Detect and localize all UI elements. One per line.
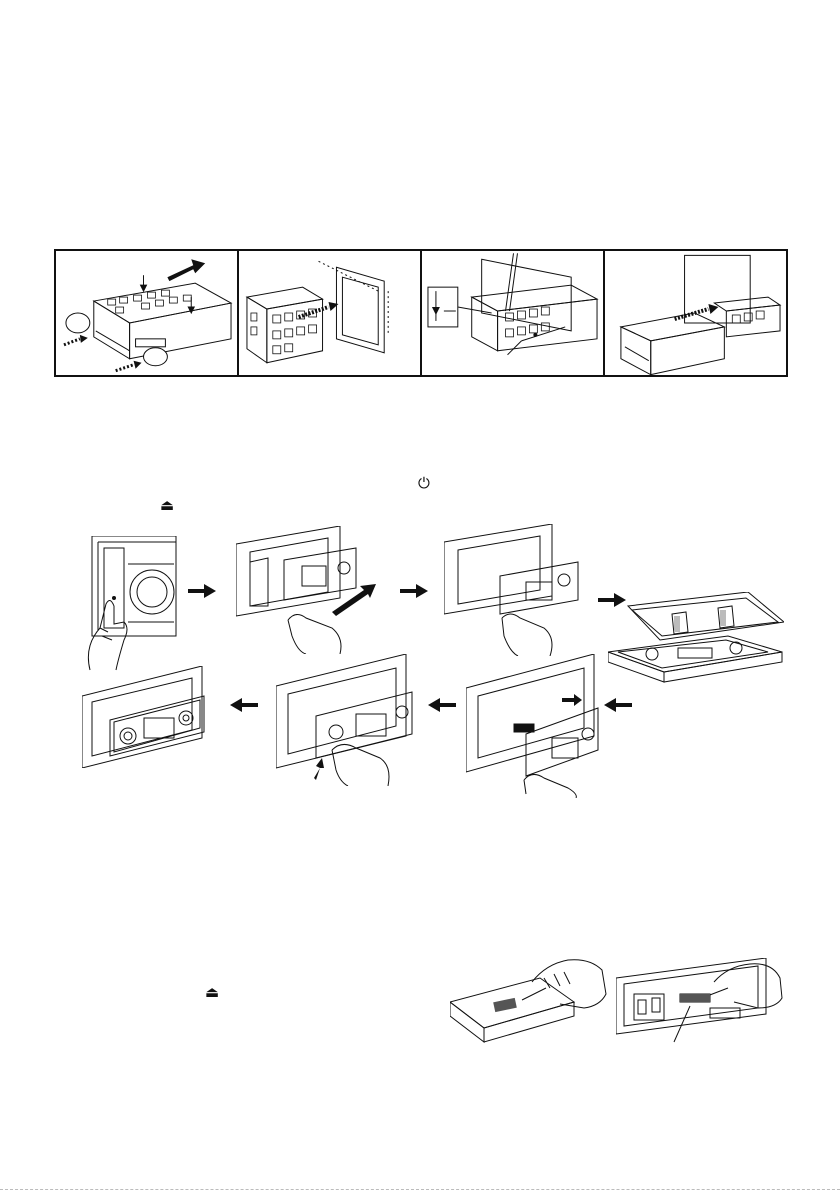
eject-icon: ⏏	[205, 985, 219, 1001]
clean-unit-illustration	[616, 958, 784, 1044]
fitted-unit-illustration	[82, 666, 214, 768]
press-panel-into-place	[276, 654, 418, 786]
left-arrow	[604, 698, 632, 712]
power-icon: ⏻	[418, 476, 430, 492]
pull-panel-right-side	[236, 526, 376, 654]
pull-panel-illustration	[236, 526, 376, 654]
right-arrow	[188, 584, 216, 598]
cage-and-trim-illustration	[239, 251, 420, 375]
press-panel-illustration	[276, 654, 418, 786]
detach-panel-illustration	[444, 524, 584, 656]
bottom-rule	[0, 1189, 840, 1190]
cage-and-trim-panel	[239, 251, 422, 375]
dashboard-cage-illustration	[422, 251, 603, 375]
reattach-left-side	[466, 654, 606, 798]
clean-panel-contacts	[450, 958, 608, 1044]
clean-panel-illustration	[450, 958, 608, 1044]
sleeve-removal-illustration	[56, 251, 237, 375]
unit-insertion-panel	[605, 251, 786, 375]
right-arrow-shape	[188, 584, 216, 598]
left-arrow-shape	[230, 698, 258, 712]
store-panel-in-case	[608, 592, 784, 688]
press-release-button	[80, 536, 180, 672]
installation-figure-strip	[54, 249, 788, 377]
right-arrow	[400, 584, 428, 598]
dashboard-cage-bending-panel	[422, 251, 605, 375]
left-arrow	[428, 698, 456, 712]
sleeve-removal-panel	[56, 251, 239, 375]
reattach-panel-illustration	[466, 654, 606, 798]
left-arrow-shape	[604, 698, 632, 712]
right-arrow-shape	[400, 584, 428, 598]
protective-case-illustration	[608, 592, 784, 688]
release-button-illustration	[80, 536, 180, 672]
left-arrow	[230, 698, 258, 712]
eject-icon: ⏏	[160, 498, 174, 514]
panel-fitted-unit	[82, 666, 214, 768]
clean-unit-contacts	[616, 958, 784, 1044]
left-arrow-shape	[428, 698, 456, 712]
detach-panel	[444, 524, 584, 656]
unit-insertion-illustration	[605, 251, 786, 375]
